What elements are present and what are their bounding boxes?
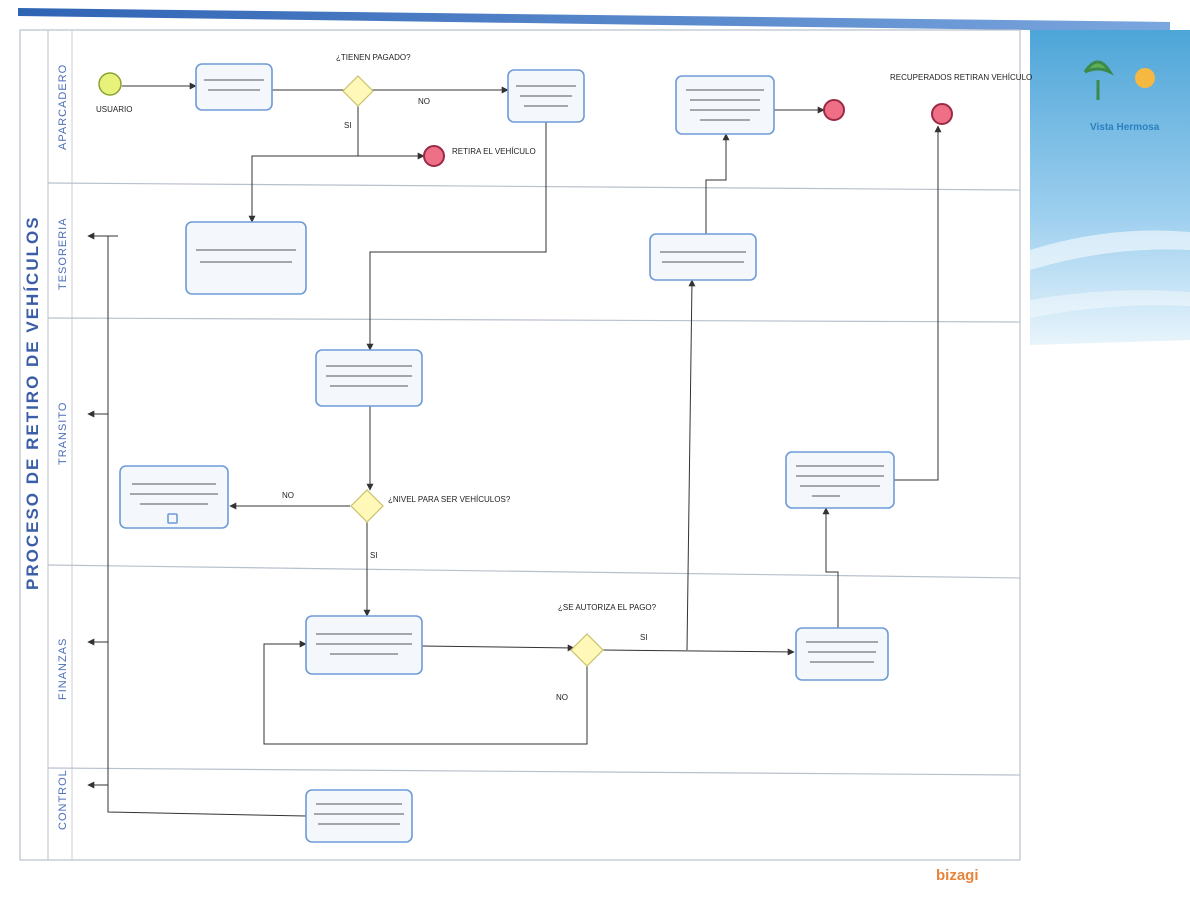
flow-label-si-1: SI <box>344 121 352 130</box>
gateway-2 <box>350 489 384 523</box>
logo-text: Vista Hermosa <box>1090 122 1160 133</box>
task-aparcadero-2 <box>507 69 585 123</box>
gateway-3 <box>570 633 604 667</box>
gateway-3-label: ¿SE AUTORIZA EL PAGO? <box>558 603 657 612</box>
bizagi-brand: bizagi <box>936 867 979 884</box>
lane-label-tesoreria: TESORERIA <box>57 217 69 290</box>
end-event-2 <box>823 99 845 121</box>
end-event-1 <box>423 145 445 167</box>
start-event-label: USUARIO <box>96 105 132 114</box>
task-finanzas-2 <box>795 627 889 681</box>
end-event-1-label: RETIRA EL VEHÍCULO <box>452 147 536 156</box>
tree-icon <box>1083 60 1114 100</box>
task-aparcadero-1 <box>195 63 273 111</box>
logo-panel: Vista Hermosa <box>1030 30 1190 345</box>
lane-label-aparcadero: APARCADERO <box>57 64 69 150</box>
task-transito-3 <box>785 451 895 509</box>
task-tesoreria-2 <box>649 233 757 281</box>
lane-label-control: CONTROL <box>57 769 69 830</box>
pool-title: PROCESO DE RETIRO DE VEHÍCULOS <box>23 215 42 590</box>
task-control-1 <box>305 789 413 843</box>
flow-label-si-3: SI <box>640 633 648 642</box>
flow-label-no-3: NO <box>556 693 568 702</box>
sequence-flows <box>87 82 942 817</box>
task-transito-1 <box>315 349 423 407</box>
task-aparcadero-3 <box>675 75 775 135</box>
gateway-1-label: ¿TIENEN PAGADO? <box>336 53 411 62</box>
flow-label-no-2: NO <box>282 491 294 500</box>
end-event-3-label: RECUPERADOS RETIRAN VEHÍCULO <box>890 73 1032 82</box>
header-band <box>18 8 1170 32</box>
start-event <box>98 72 122 96</box>
gateway-1 <box>342 75 374 107</box>
flow-label-no-1: NO <box>418 97 430 106</box>
lane-label-finanzas: FINANZAS <box>57 638 69 700</box>
task-finanzas-1 <box>305 615 423 675</box>
pool <box>19 29 1021 861</box>
end-event-3 <box>931 103 953 125</box>
flow-label-si-2: SI <box>370 551 378 560</box>
task-tesoreria-1 <box>185 221 307 295</box>
gateway-2-label: ¿NIVEL PARA SER VEHÍCULOS? <box>388 495 511 504</box>
lane-dividers <box>47 182 1021 776</box>
sun-icon <box>1135 68 1155 88</box>
lane-label-transito: TRANSITO <box>57 402 69 465</box>
task-transito-2 <box>119 465 229 529</box>
